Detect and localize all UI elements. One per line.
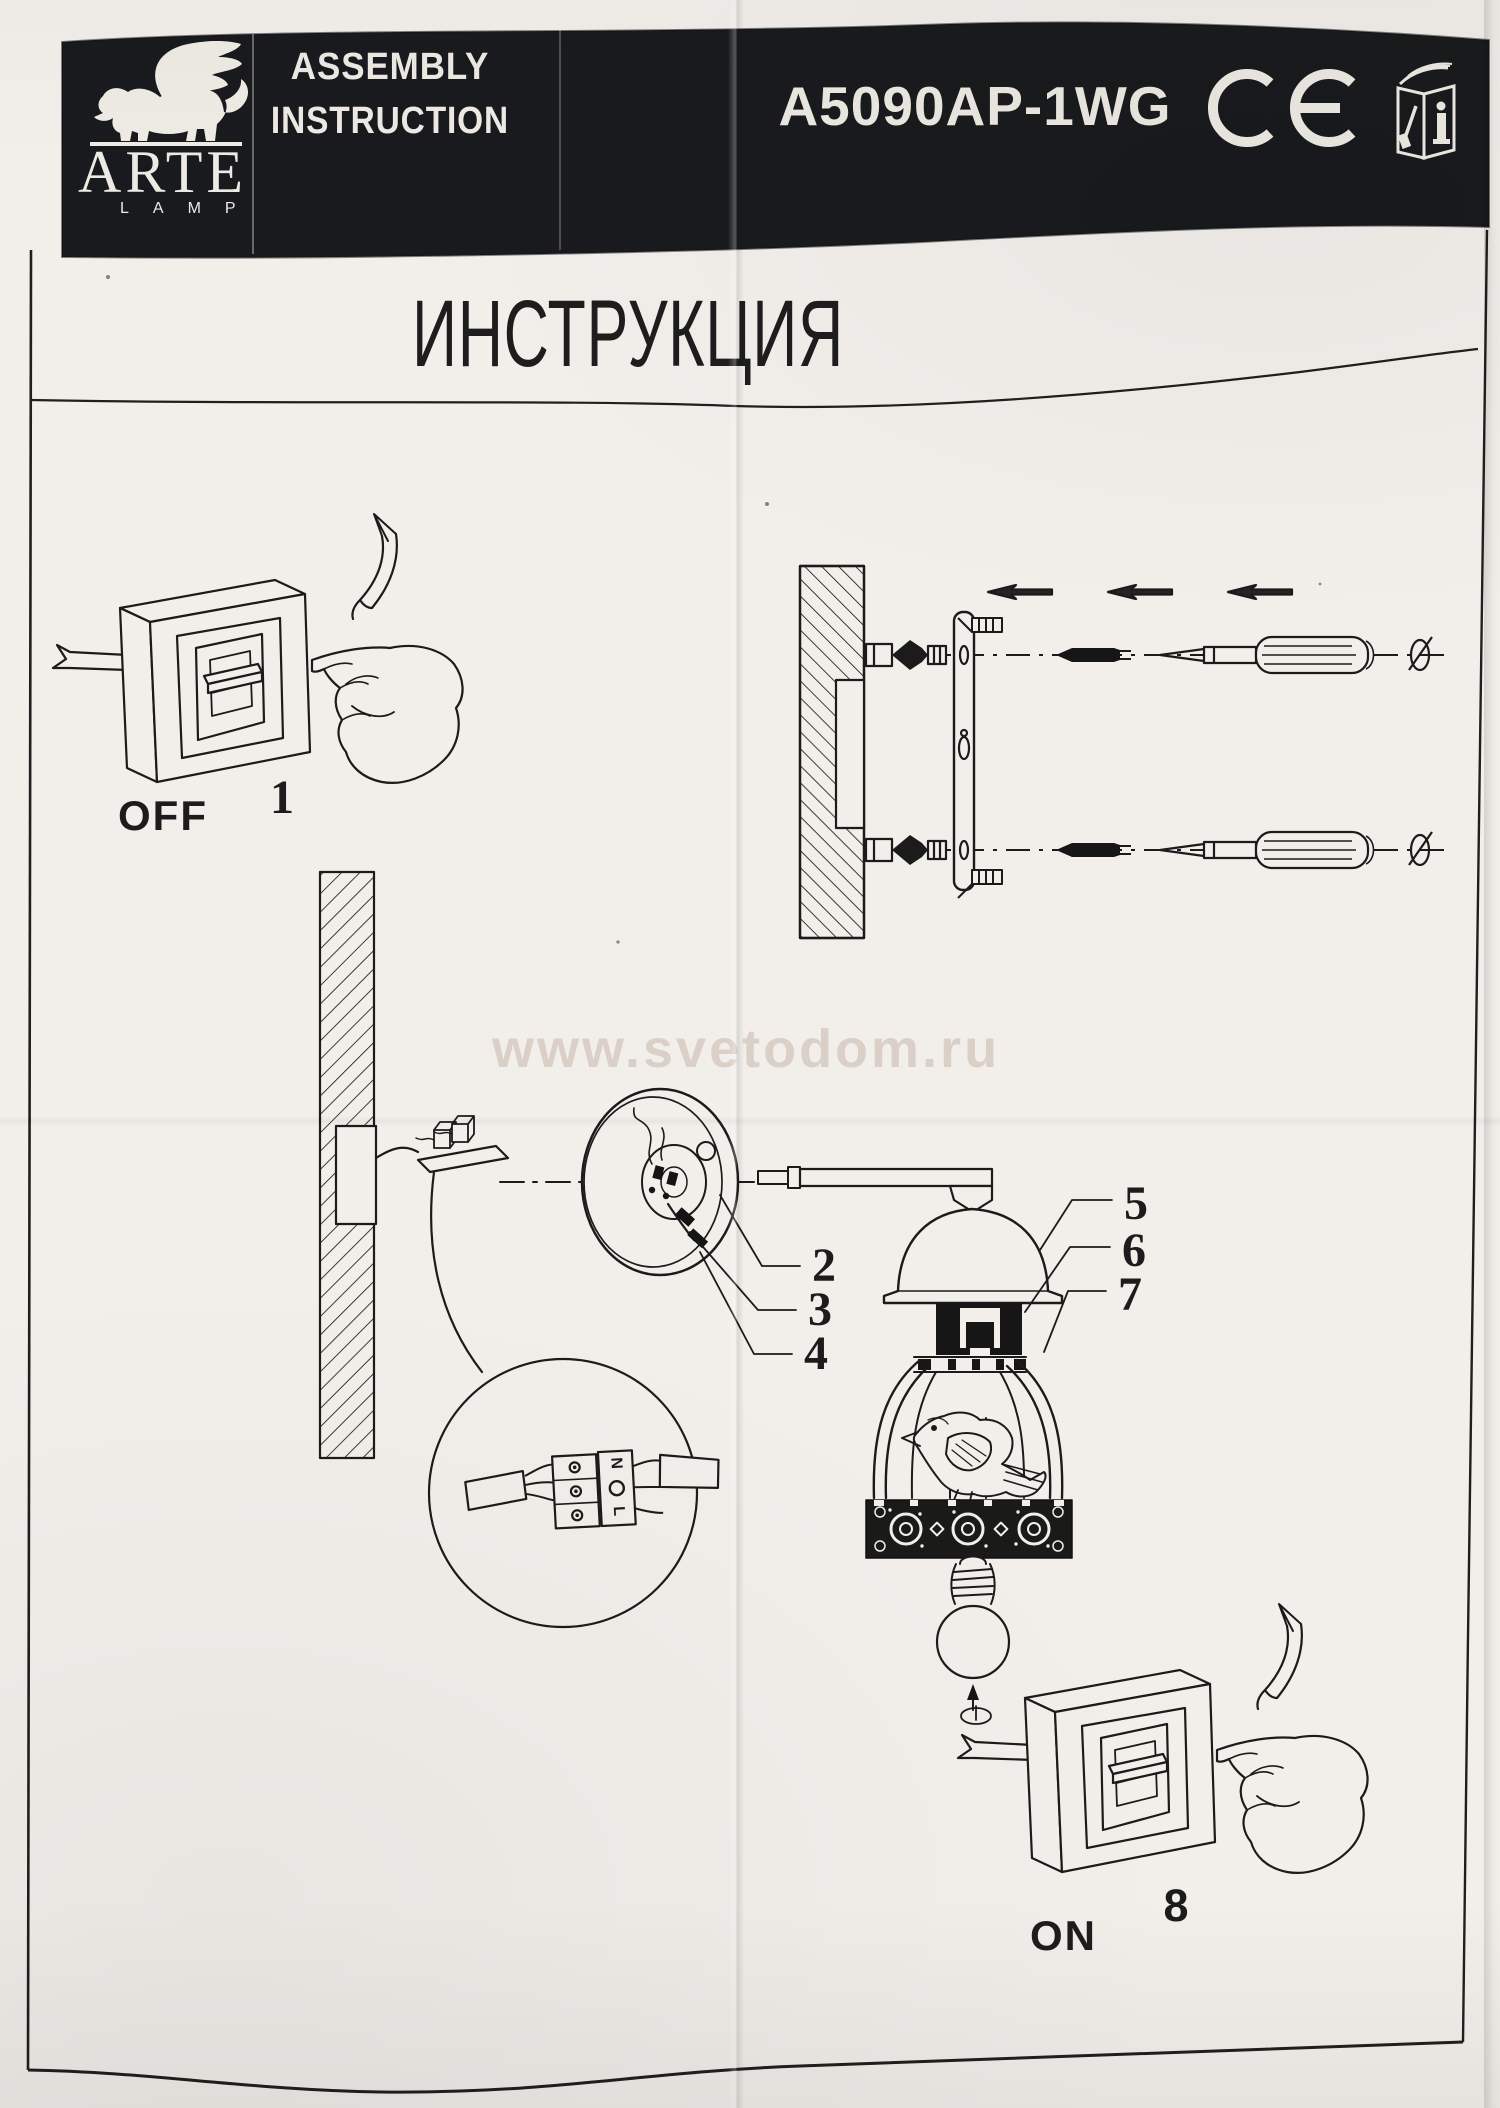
switch-on-diagram: [956, 1602, 1369, 1874]
switch-off-label: OFF: [118, 792, 208, 839]
callout-6: 6: [1122, 1224, 1146, 1277]
connector-label-l: L: [610, 1506, 628, 1517]
model-number: A5090AP-1WG: [778, 75, 1172, 137]
brand-name: ARTE: [78, 139, 248, 205]
watermark: www.svetodom.ru: [492, 1019, 1001, 1079]
brand-subtitle: LAMP: [120, 200, 260, 217]
scan-specks: [106, 275, 1322, 944]
callout-3: 3: [808, 1283, 832, 1336]
winged-lion-icon: [90, 40, 249, 146]
callout-4: 4: [804, 1327, 828, 1380]
page-frame: [26, 229, 1489, 2094]
wiring-detail-balloon: N L: [427, 1357, 720, 1629]
switch-off-diagram: [51, 513, 464, 784]
callout-5: 5: [1124, 1177, 1148, 1230]
doc-title-line2: INSTRUCTION: [270, 100, 510, 142]
instruction-booklet-icon: [1396, 62, 1456, 160]
step-number-8: 8: [1163, 1880, 1189, 1931]
callout-2: 2: [812, 1239, 836, 1292]
main-assembly-diagram: [318, 870, 1113, 1725]
wall-mounting-diagram: [798, 564, 1446, 940]
switch-on-label: ON: [1030, 1912, 1097, 1959]
connector-label-n: N: [607, 1457, 625, 1469]
page-title: ИНСТРУКЦИЯ: [412, 281, 844, 387]
header-band: [61, 21, 1490, 259]
ce-mark-icon: [1208, 69, 1356, 147]
step-number-1: 1: [270, 771, 294, 824]
doc-title-line1: ASSEMBLY: [290, 46, 490, 88]
callout-7: 7: [1118, 1268, 1142, 1321]
